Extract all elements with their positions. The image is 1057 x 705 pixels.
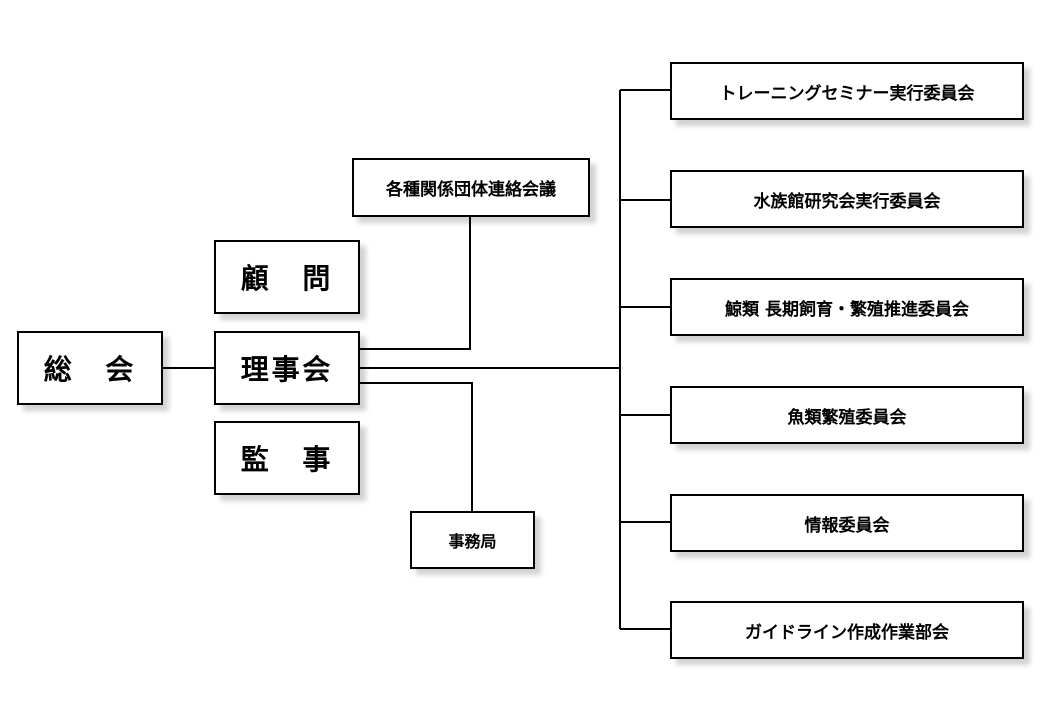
committee-label: 鯨類 長期飼育・繁殖推進委員会 xyxy=(725,299,969,320)
committee-label: ガイドライン作成作業部会 xyxy=(745,622,949,643)
committee-label: 水族館研究会実行委員会 xyxy=(753,191,941,212)
node-kanji: 監 事 xyxy=(214,421,360,495)
committee-information: 情報委員会 xyxy=(670,494,1024,552)
node-renraku-kaigi-label: 各種関係団体連絡会議 xyxy=(386,180,556,200)
line-rijikai-jimukyoku xyxy=(360,382,473,511)
committee-cetacean-breeding: 鯨類 長期飼育・繁殖推進委員会 xyxy=(670,278,1024,336)
node-rijikai: 理事会 xyxy=(214,331,360,405)
committee-aquarium-research: 水族館研究会実行委員会 xyxy=(670,170,1024,228)
committee-label: トレーニングセミナー実行委員会 xyxy=(719,83,975,104)
committee-guideline-working-group: ガイドライン作成作業部会 xyxy=(670,601,1024,659)
node-renraku-kaigi: 各種関係団体連絡会議 xyxy=(352,158,590,217)
node-jimukyoku-label: 事務局 xyxy=(448,532,497,551)
line-rijikai-renraku xyxy=(360,217,471,350)
committee-label: 情報委員会 xyxy=(804,515,890,536)
node-rijikai-label: 理事会 xyxy=(240,353,334,386)
node-komon: 顧 問 xyxy=(214,240,360,314)
node-jimukyoku: 事務局 xyxy=(410,511,535,569)
node-kanji-label: 監 事 xyxy=(240,443,334,476)
node-soukai-label: 総 会 xyxy=(43,353,137,386)
committee-training-seminar: トレーニングセミナー実行委員会 xyxy=(670,62,1024,120)
committee-fish-breeding: 魚類繁殖委員会 xyxy=(670,386,1024,444)
node-komon-label: 顧 問 xyxy=(240,262,334,295)
node-soukai: 総 会 xyxy=(17,331,163,405)
committee-label: 魚類繁殖委員会 xyxy=(787,407,907,428)
